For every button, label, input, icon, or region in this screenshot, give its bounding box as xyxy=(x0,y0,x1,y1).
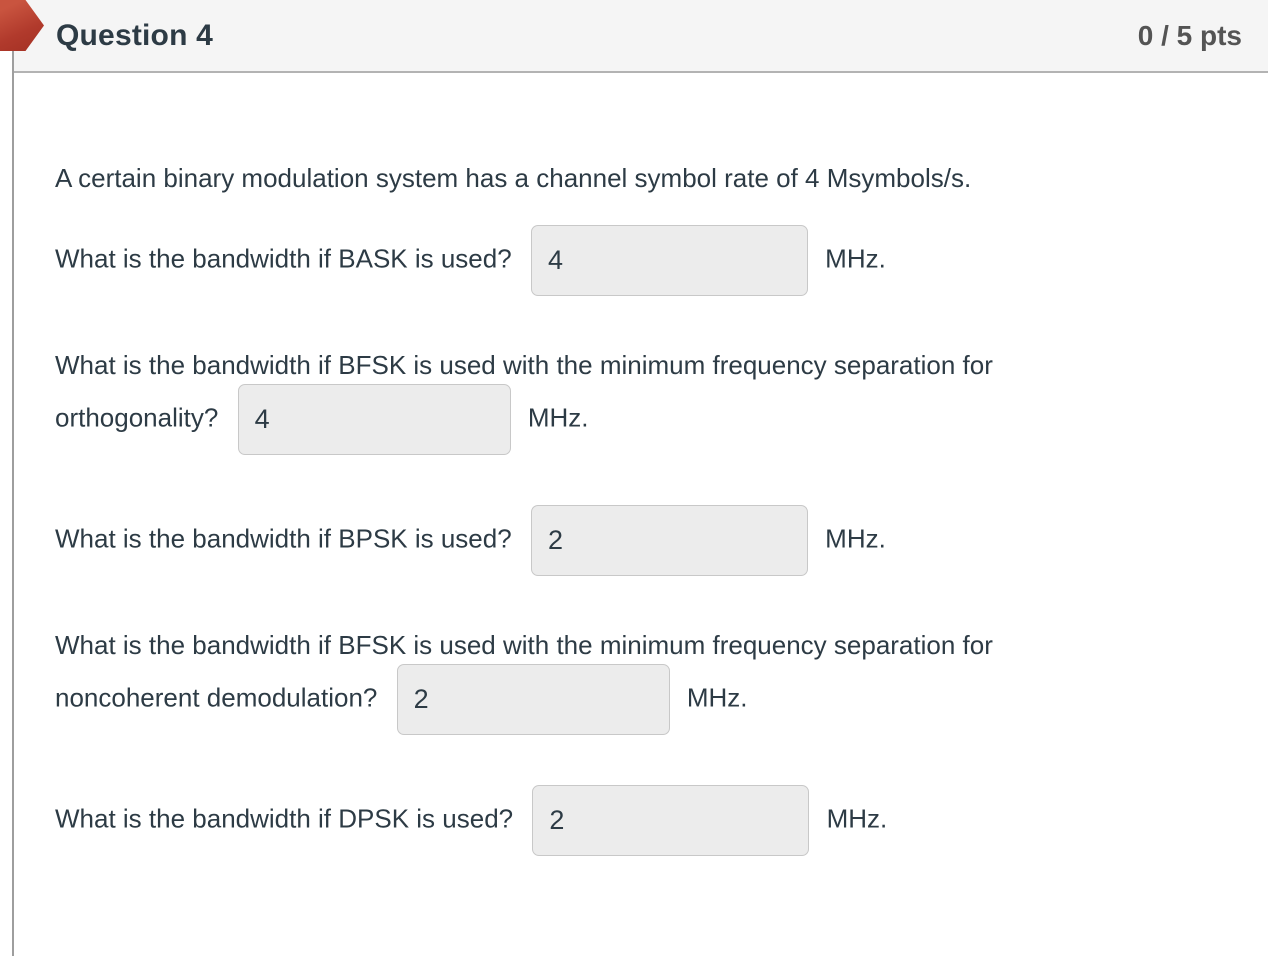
unit-label: MHz. xyxy=(826,803,888,834)
question-panel: Question 4 0 / 5 pts A certain binary mo… xyxy=(12,0,1268,956)
question-text-bfsk-orthogonality-line2: orthogonality? xyxy=(55,402,219,433)
question-row-dpsk: What is the bandwidth if DPSK is used? M… xyxy=(55,785,1218,856)
question-body: A certain binary modulation system has a… xyxy=(14,73,1268,856)
question-row-bfsk-noncoherent: What is the bandwidth if BFSK is used wi… xyxy=(55,626,1218,735)
question-text-bfsk-noncoherent-line2: noncoherent demodulation? xyxy=(55,682,378,713)
unit-label: MHz. xyxy=(825,523,886,554)
question-row-bask: What is the bandwidth if BASK is used? M… xyxy=(55,225,1218,296)
answer-input-bpsk[interactable] xyxy=(530,505,808,576)
question-text-dpsk: What is the bandwidth if DPSK is used? xyxy=(55,803,514,834)
unit-label: MHz. xyxy=(686,682,748,713)
question-points-badge: 0 / 5 pts xyxy=(1137,19,1242,51)
answer-input-bask[interactable] xyxy=(530,225,808,296)
question-row-bpsk: What is the bandwidth if BPSK is used? M… xyxy=(55,505,1218,576)
question-text-bask: What is the bandwidth if BASK is used? xyxy=(55,243,512,274)
answer-input-dpsk[interactable] xyxy=(532,785,810,856)
question-row-bfsk-orthogonality: What is the bandwidth if BFSK is used wi… xyxy=(55,346,1218,455)
answer-input-bfsk-orthogonality[interactable] xyxy=(237,384,511,455)
question-intro-text: A certain binary modulation system has a… xyxy=(55,163,972,193)
unit-label: MHz. xyxy=(825,243,886,274)
question-text-bpsk: What is the bandwidth if BPSK is used? xyxy=(55,523,512,554)
question-text-bfsk-noncoherent-line1: What is the bandwidth if BFSK is used wi… xyxy=(55,630,993,660)
question-header: Question 4 0 / 5 pts xyxy=(14,0,1268,73)
unit-label: MHz. xyxy=(527,402,589,433)
question-title: Question 4 xyxy=(56,18,214,52)
question-text-bfsk-orthogonality-line1: What is the bandwidth if BFSK is used wi… xyxy=(55,350,993,380)
answer-input-bfsk-noncoherent[interactable] xyxy=(396,664,670,735)
